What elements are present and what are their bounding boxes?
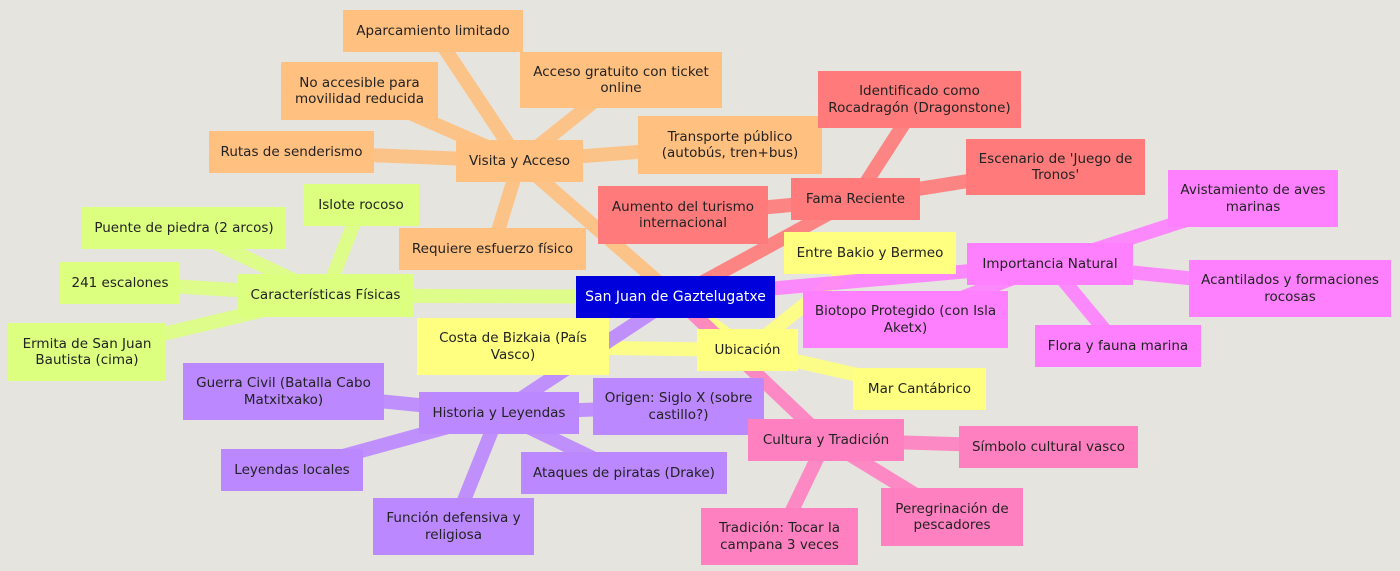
leaf-node-h1-label: Guerra Civil (Batalla Cabo Matxitxako): [196, 375, 371, 408]
leaf-node-c4-label: Ermita de San Juan Bautista (cima): [22, 335, 152, 368]
branch-node-cultura: Cultura y Tradición: [748, 419, 904, 461]
leaf-node-i4: Flora y fauna marina: [1035, 325, 1201, 367]
branch-node-importancia-label: Importancia Natural: [982, 255, 1118, 272]
leaf-node-k3-label: Tradición: Tocar la campana 3 veces: [718, 520, 840, 553]
leaf-node-i1: Avistamiento de aves marinas: [1168, 170, 1338, 227]
leaf-node-v1-label: Aparcamiento limitado: [356, 22, 510, 39]
leaf-node-v2: No accesible para movilidad reducida: [281, 62, 438, 120]
leaf-node-k2: Peregrinación de pescadores: [881, 488, 1023, 546]
leaf-node-f2: Escenario de 'Juego de Tronos': [966, 139, 1145, 195]
leaf-node-i2: Acantilados y formaciones rocosas: [1189, 260, 1391, 317]
link-visita-v1: [426, 24, 527, 168]
leaf-node-u1-label: Entre Bakio y Bermeo: [796, 244, 944, 261]
leaf-node-v6-label: Requiere esfuerzo físico: [411, 240, 574, 257]
leaf-node-u2-label: Costa de Bizkaia (País Vasco): [439, 330, 587, 363]
leaf-node-h5: Función defensiva y religiosa: [373, 498, 534, 555]
leaf-node-f1: Identificado como Rocadragón (Dragonston…: [818, 71, 1021, 128]
leaf-node-i3: Biotopo Protegido (con Isla Aketx): [803, 291, 1008, 348]
leaf-node-i4-label: Flora y fauna marina: [1047, 337, 1189, 354]
leaf-node-h1: Guerra Civil (Batalla Cabo Matxitxako): [183, 363, 384, 420]
leaf-node-h2-label: Origen: Siglo X (sobre castillo?): [604, 390, 753, 423]
link-root-visita: [512, 154, 683, 304]
leaf-node-h3: Leyendas locales: [221, 449, 363, 491]
leaf-node-f2-label: Escenario de 'Juego de Tronos': [978, 150, 1133, 183]
branch-node-ubicacion-label: Ubicación: [714, 341, 781, 358]
branch-node-visita-label: Visita y Acceso: [468, 152, 571, 169]
leaf-node-v3-label: Acceso gratuito con ticket online: [533, 63, 709, 96]
leaf-node-i3-label: Biotopo Protegido (con Isla Aketx): [814, 303, 997, 336]
leaf-node-c1-label: Islote rocoso: [318, 196, 404, 213]
leaf-node-c4: Ermita de San Juan Bautista (cima): [8, 323, 166, 381]
branch-node-caract: Características Físicas: [237, 274, 414, 317]
leaf-node-c1: Islote rocoso: [303, 184, 419, 226]
leaf-node-k2-label: Peregrinación de pescadores: [895, 500, 1009, 533]
branch-node-importancia: Importancia Natural: [967, 243, 1133, 285]
leaf-node-u1: Entre Bakio y Bermeo: [784, 232, 956, 274]
leaf-node-c3-label: 241 escalones: [71, 274, 169, 291]
leaf-node-k1: Símbolo cultural vasco: [959, 426, 1138, 468]
branch-node-fama-label: Fama Reciente: [805, 190, 906, 207]
leaf-node-i2-label: Acantilados y formaciones rocosas: [1201, 272, 1379, 305]
branch-node-cultura-label: Cultura y Tradición: [762, 431, 890, 448]
leaf-node-i1-label: Avistamiento de aves marinas: [1180, 182, 1326, 215]
branch-node-visita: Visita y Acceso: [456, 140, 583, 182]
leaf-node-u3-label: Mar Cantábrico: [867, 380, 972, 397]
root-node-label: San Juan de Gaztelugatxe: [585, 288, 766, 305]
leaf-node-f3: Aumento del turismo internacional: [598, 186, 768, 244]
leaf-node-f3-label: Aumento del turismo internacional: [611, 198, 755, 231]
leaf-node-c2-label: Puente de piedra (2 arcos): [94, 219, 274, 236]
leaf-node-v3: Acceso gratuito con ticket online: [520, 52, 722, 108]
leaf-node-h4-label: Ataques de piratas (Drake): [533, 464, 715, 481]
leaf-node-u2: Costa de Bizkaia (País Vasco): [417, 318, 609, 375]
leaf-node-k1-label: Símbolo cultural vasco: [971, 438, 1126, 455]
leaf-node-f1-label: Identificado como Rocadragón (Dragonston…: [828, 83, 1011, 116]
branch-node-ubicacion: Ubicación: [697, 329, 798, 371]
leaf-node-v5: Transporte público (autobús, tren+bus): [638, 116, 822, 174]
leaf-node-v4-label: Rutas de senderismo: [220, 143, 363, 160]
leaf-node-h2: Origen: Siglo X (sobre castillo?): [593, 378, 764, 435]
branch-node-caract-label: Características Físicas: [250, 287, 401, 304]
leaf-node-h3-label: Leyendas locales: [234, 461, 350, 478]
leaf-node-v1: Aparcamiento limitado: [343, 10, 523, 52]
leaf-node-v6: Requiere esfuerzo físico: [399, 228, 586, 270]
leaf-node-v4: Rutas de senderismo: [209, 131, 374, 173]
leaf-node-h4: Ataques de piratas (Drake): [521, 452, 727, 494]
leaf-node-h5-label: Función defensiva y religiosa: [386, 510, 521, 543]
leaf-node-k3: Tradición: Tocar la campana 3 veces: [701, 508, 858, 565]
leaf-node-v5-label: Transporte público (autobús, tren+bus): [661, 128, 799, 161]
leaf-node-u3: Mar Cantábrico: [853, 368, 986, 410]
root-node: San Juan de Gaztelugatxe: [576, 276, 775, 318]
branch-node-fama: Fama Reciente: [791, 178, 920, 220]
leaf-node-v2-label: No accesible para movilidad reducida: [294, 74, 425, 107]
leaf-node-c3: 241 escalones: [60, 262, 180, 304]
branch-node-historia: Historia y Leyendas: [419, 392, 579, 434]
leaf-node-c2: Puente de piedra (2 arcos): [82, 207, 286, 249]
branch-node-historia-label: Historia y Leyendas: [432, 404, 566, 421]
